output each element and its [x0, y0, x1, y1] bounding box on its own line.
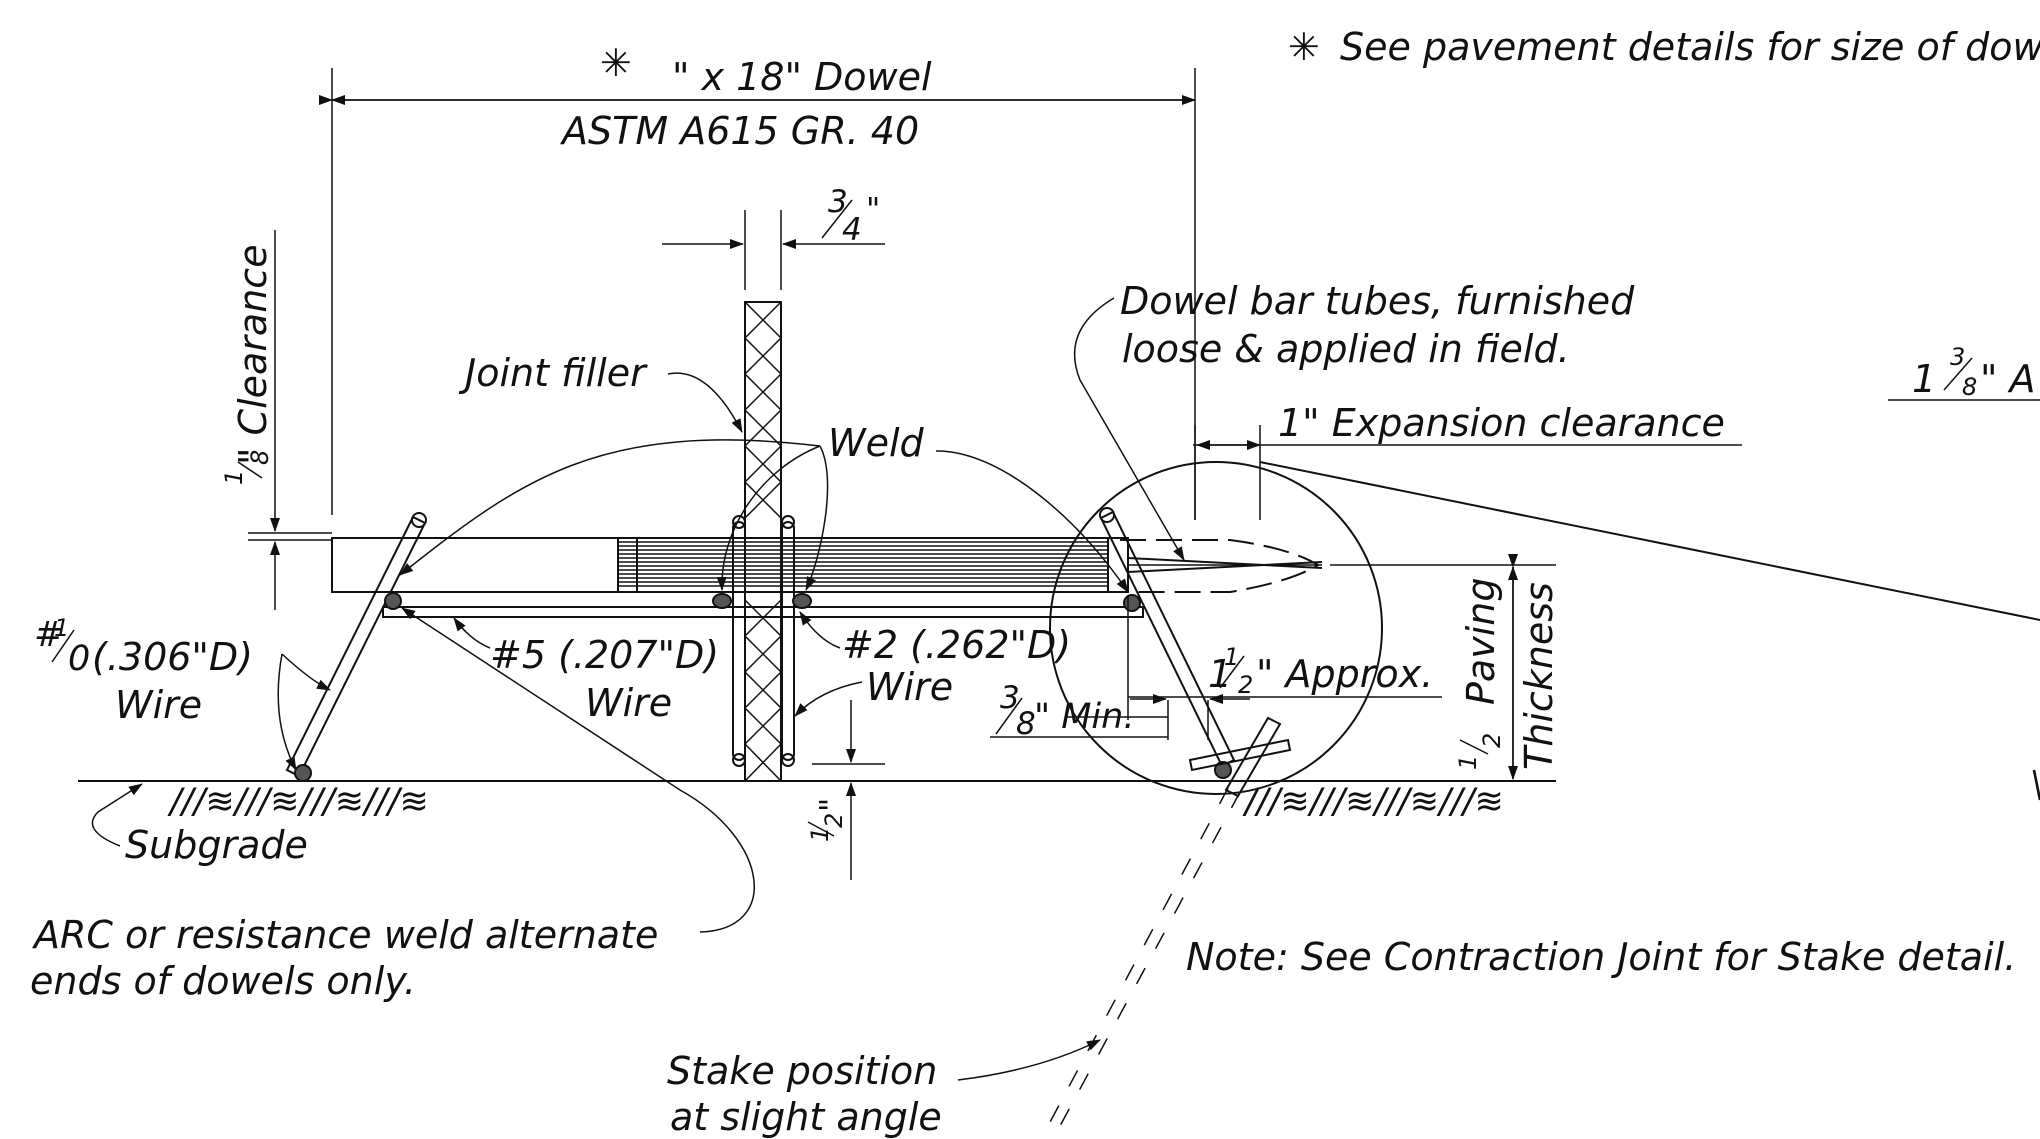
- center-vertical-wires: [712, 515, 812, 767]
- tubes-label-line1: Dowel bar tubes, furnished: [1120, 279, 1635, 323]
- approx-den: 2: [1238, 671, 1253, 699]
- half-inch-dimension: [812, 700, 885, 880]
- subgrade-label: Subgrade: [125, 823, 308, 867]
- arc-note-leader: [401, 607, 755, 933]
- dowel-bar: [331, 537, 1322, 593]
- clearance-dimension: " Clearance 1 8: [220, 230, 332, 610]
- wire-5-label: #5 (.207"D): [490, 633, 719, 677]
- svg-text:1: 1: [220, 470, 248, 485]
- detail-callout-line: [1259, 461, 2040, 621]
- wire-2-leaders: [794, 611, 863, 717]
- wire-1-0-word: Wire: [115, 683, 202, 727]
- subgrade-hatch-left: ///≋///≋///≋///≋: [167, 782, 429, 822]
- stake-label-line1: Stake position: [667, 1049, 937, 1093]
- tubes-leader: [1073, 297, 1185, 561]
- three-quarter-dimension: 3 4 ": [662, 184, 885, 290]
- dowel-bar-tube: [1120, 539, 1323, 593]
- wire-1-0-dia: (.306"D): [92, 635, 253, 679]
- pavement-asterisk: ✳: [1288, 25, 1320, 69]
- approx-dimension: [1127, 597, 1442, 720]
- wire-5-leader: [453, 617, 491, 649]
- wire-1-0-den: 0: [68, 639, 90, 679]
- svg-text:1: 1: [1912, 357, 1936, 401]
- subgrade-leader: [91, 783, 143, 847]
- svg-text:": ": [866, 192, 880, 228]
- stake-leader: [957, 1039, 1101, 1081]
- paving-label: Paving: [1459, 578, 1503, 705]
- half-den: 2: [820, 813, 848, 828]
- half-inch-mark: ": [814, 798, 850, 812]
- weld-leaders: [399, 439, 1129, 593]
- stake-path-dashes: [1040, 787, 1241, 1139]
- paving-frac-num: 1: [1454, 755, 1482, 770]
- contraction-note: Note: See Contraction Joint for Stake de…: [1186, 935, 2016, 979]
- expansion-clearance-label: 1" Expansion clearance: [1278, 401, 1725, 445]
- detail-circle: [1049, 461, 1383, 795]
- wire-1-0-leaders: [277, 653, 331, 771]
- svg-text:8: 8: [246, 450, 274, 465]
- paving-frac-den: 2: [1478, 733, 1506, 748]
- wire-1-0-num: 1: [54, 614, 69, 642]
- arc-note-line1: ARC or resistance weld alternate: [31, 913, 658, 957]
- pavement-note: See pavement details for size of dow: [1340, 25, 2040, 69]
- joint-filler-label: Joint filler: [458, 351, 648, 395]
- dowel-spec-label: ASTM A615 GR. 40: [559, 109, 919, 153]
- svg-text:" A: " A: [1980, 357, 2036, 401]
- svg-text:4: 4: [842, 212, 862, 248]
- expansion-clearance-dimension: [1193, 425, 1742, 520]
- approx-num: 1: [1224, 643, 1239, 671]
- thickness-label: Thickness: [1517, 582, 1561, 770]
- weld-label: Weld: [828, 421, 925, 465]
- right-edge-dimension: 1 3 8 " A: [1888, 343, 2040, 801]
- min-den: 8: [1016, 706, 1036, 742]
- joint-filler-leader: [667, 372, 743, 433]
- approx-whole: 1: [1208, 652, 1232, 696]
- left-diagonal-wire: [285, 512, 427, 782]
- tubes-label-line2: loose & applied in field.: [1122, 327, 1570, 371]
- subgrade-hatch-right: ///≋///≋///≋///≋: [1242, 782, 1504, 822]
- dowel-size-label: " x 18" Dowel: [672, 55, 932, 99]
- min-label: " Min.: [1034, 697, 1134, 737]
- wire-5-word: Wire: [585, 681, 672, 725]
- svg-text:3: 3: [1950, 343, 1965, 371]
- wire-2-label: #2 (.262"D): [842, 623, 1071, 667]
- wire-1-0-mark: #: [34, 615, 63, 655]
- paving-thickness-dimension: [1330, 554, 1556, 780]
- wire-2-word: Wire: [866, 665, 953, 709]
- half-num: 1: [806, 827, 834, 842]
- approx-label: " Approx.: [1256, 652, 1433, 696]
- min-dimension: [990, 694, 1250, 740]
- svg-text:" Clearance: " Clearance: [231, 244, 275, 465]
- stake-label-line2: at slight angle: [670, 1095, 942, 1139]
- arc-note-line2: ends of dowels only.: [30, 959, 416, 1003]
- basket-rail: [382, 606, 1144, 618]
- asterisk-symbol: ✳: [600, 41, 632, 85]
- svg-text:8: 8: [1962, 373, 1977, 401]
